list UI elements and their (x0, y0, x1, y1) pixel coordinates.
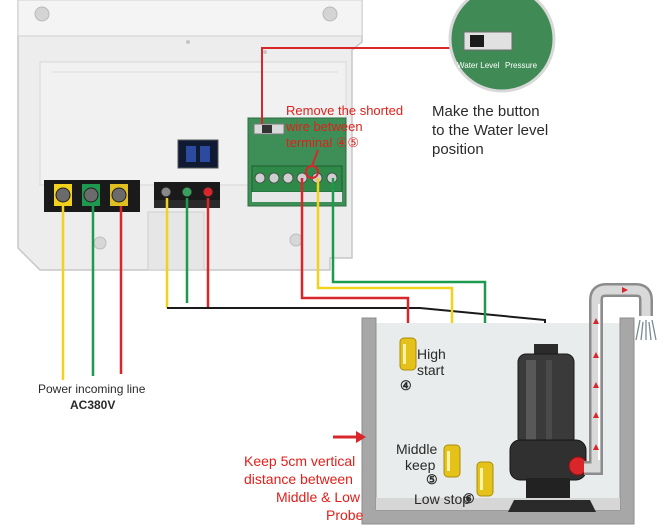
probe-middle (443, 444, 461, 478)
power-voltage-label: AC380V (70, 398, 116, 412)
instruction-line-2: to the Water level (432, 122, 549, 139)
power-line-label: Power incoming line (38, 382, 146, 396)
red-arrow-icon (333, 431, 366, 443)
keep-distance-line-4: Probe (326, 507, 364, 523)
keep-distance-line-3: Middle & Low (276, 489, 361, 505)
keep-distance-line-1: Keep 5cm vertical (244, 453, 356, 469)
pcb-board (247, 117, 347, 207)
instruction-line-3: position (432, 141, 484, 158)
probe-low-label: Low stop (414, 491, 471, 507)
probe-low (476, 461, 494, 497)
probe-high-label-2: start (417, 362, 445, 378)
screw-hole (322, 6, 338, 22)
switch-knob (470, 35, 484, 47)
callout-connector (261, 47, 452, 179)
probe-wire-high (300, 178, 410, 338)
discharge-pipe (584, 283, 657, 475)
keep-distance-line-2: distance between (244, 471, 353, 487)
probe-high (399, 337, 417, 371)
remove-short-line-1: Remove the shorted (286, 103, 404, 118)
switch-label-pressure: Pressure (505, 61, 538, 70)
probe-middle-number: ⑤ (426, 472, 438, 487)
probe-low-number: ⑥ (463, 491, 475, 506)
submersible-pump (508, 344, 596, 512)
switch-label-water-level: Water Level (457, 61, 500, 70)
probe-high-label-1: High (417, 346, 446, 362)
remove-short-line-2: wire between (286, 119, 363, 134)
switch-zoom-callout (448, 0, 556, 93)
probe-middle-label-2: keep (405, 457, 436, 473)
remove-short-line-3: terminal ④⑤ (286, 135, 360, 150)
probe-high-number: ④ (400, 378, 412, 393)
screw-hole (34, 6, 50, 22)
probe-middle-label-1: Middle (396, 441, 438, 457)
instruction-line-1: Make the button (432, 103, 540, 120)
